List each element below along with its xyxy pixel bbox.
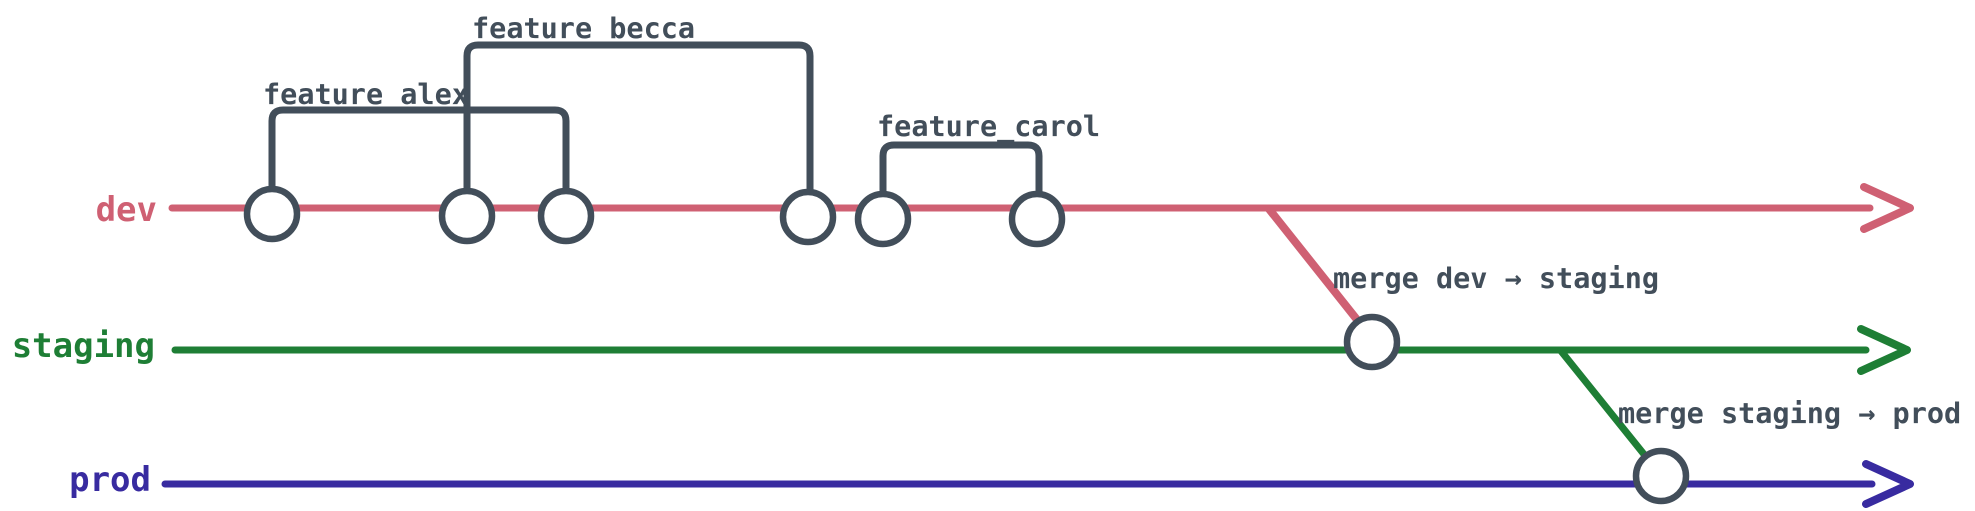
feature-carol-label: feature_carol bbox=[877, 110, 1100, 143]
feature-alex-label: feature_alex bbox=[263, 78, 469, 111]
prod-branch-label: prod bbox=[69, 460, 151, 500]
staging-branch-label: staging bbox=[12, 326, 155, 366]
staging-arrowhead-icon bbox=[1857, 325, 1911, 375]
dev-arrowhead-icon bbox=[1860, 183, 1914, 233]
merge-commit-node-prod bbox=[1632, 447, 1690, 505]
commit-node-6 bbox=[1008, 190, 1066, 248]
merge-line-dev-to-staging bbox=[1265, 205, 1374, 340]
commit-node-2 bbox=[438, 187, 496, 245]
feature-becca-label: feature_becca bbox=[472, 12, 695, 45]
commit-node-4 bbox=[779, 188, 837, 246]
commit-node-3 bbox=[537, 187, 595, 245]
merge-dev-staging-label: merge dev → staging bbox=[1333, 262, 1659, 295]
merge-line-staging-to-prod bbox=[1557, 347, 1659, 472]
feature-carol-bracket bbox=[879, 141, 1043, 200]
commit-node-5 bbox=[854, 190, 912, 248]
feature-becca-bracket bbox=[463, 41, 814, 196]
merge-staging-prod-label: merge staging → prod bbox=[1618, 397, 1961, 430]
dev-branch-label: dev bbox=[96, 190, 157, 230]
feature-alex-bracket bbox=[268, 106, 570, 198]
prod-arrowhead-icon bbox=[1862, 460, 1914, 508]
commit-node-1 bbox=[243, 185, 301, 243]
merge-commit-node-staging bbox=[1343, 313, 1401, 371]
